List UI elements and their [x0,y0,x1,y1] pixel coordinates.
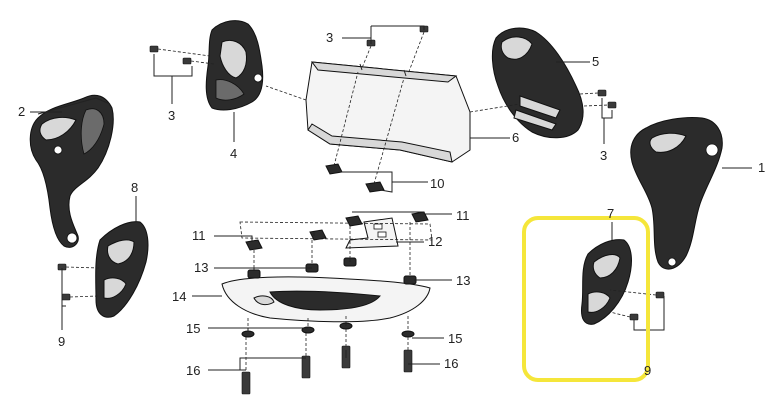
callout-12: 12 [428,234,442,249]
callout-13-right: 13 [456,273,470,288]
washer-group-15 [241,316,415,338]
callout-9-right: 9 [644,363,651,378]
nut-group-10 [325,71,405,193]
highlight-box [522,216,650,382]
part-5-upper-right-bracket [469,27,584,139]
callout-3-top: 3 [326,30,333,45]
callout-2: 2 [18,104,25,119]
bolt-group-9-left [57,263,101,301]
bolt-group-16 [241,329,413,395]
callout-11-left: 11 [192,228,206,243]
callout-3-left: 3 [168,108,175,123]
callout-8: 8 [131,180,138,195]
part-4-upper-left-bracket [205,20,264,111]
part-2-left-bracket [29,94,114,248]
part-7-right-plate [581,239,632,325]
part-6-center-cover [305,61,471,163]
part-1-right-bracket [630,117,723,270]
callout-4: 4 [230,146,237,161]
callout-7: 7 [607,206,614,221]
callout-15-right: 15 [448,331,462,346]
callout-1: 1 [758,160,765,175]
callout-16-right: 16 [444,356,458,371]
callout-6: 6 [512,130,519,145]
part-12-hinge-plate [345,217,399,249]
callout-14: 14 [172,289,186,304]
callout-10: 10 [430,176,444,191]
part-14-floor-pan [221,221,433,323]
clip-group-11 [245,211,429,251]
part-8-left-plate [95,221,149,318]
callout-9-left: 9 [58,334,65,349]
bolt-group-3-right [579,89,617,109]
callout-16-left: 16 [186,363,200,378]
callout-3-right: 3 [600,148,607,163]
bolt-group-3-left [149,45,215,65]
leader-lines [30,25,752,371]
callout-13-left: 13 [194,260,208,275]
callout-11-right: 11 [456,208,470,223]
callout-5: 5 [592,54,599,69]
callout-15-left: 15 [186,321,200,336]
